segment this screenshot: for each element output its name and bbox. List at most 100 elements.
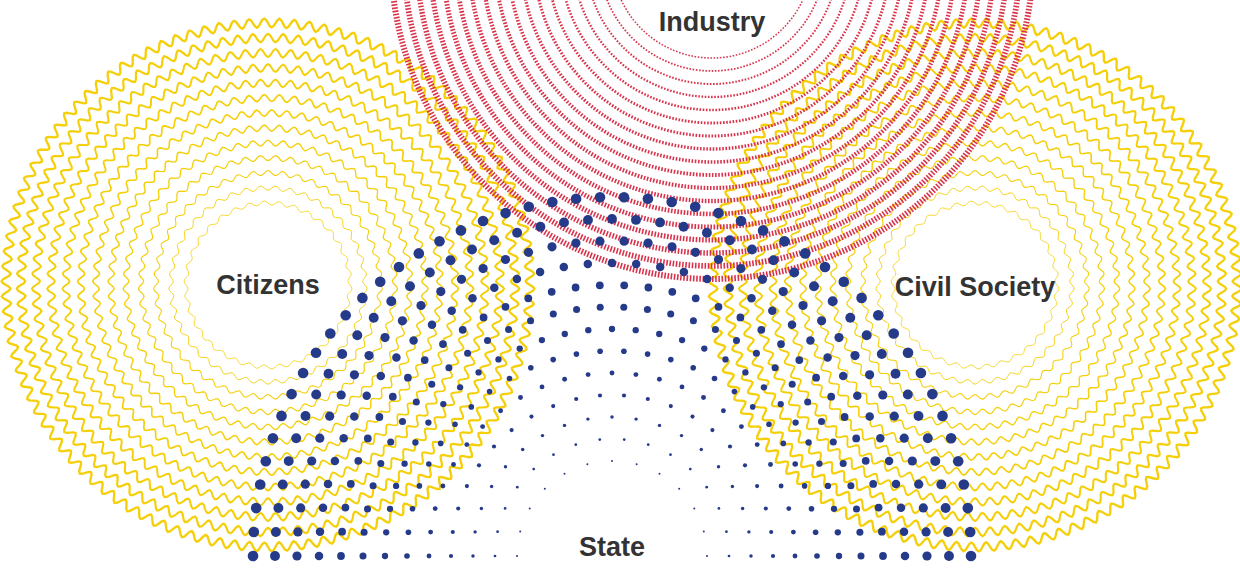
state-dot xyxy=(845,313,855,323)
state-dot xyxy=(678,488,680,490)
state-dot xyxy=(717,465,720,468)
state-dot xyxy=(494,555,497,558)
state-dot xyxy=(733,337,740,344)
state-dot xyxy=(452,421,458,427)
state-dot xyxy=(315,552,323,560)
state-dot xyxy=(831,506,837,512)
state-dot xyxy=(634,417,637,420)
state-dot xyxy=(512,228,522,238)
state-dot xyxy=(586,463,588,465)
wavy-rings xyxy=(2,19,1240,552)
state-dot xyxy=(357,293,368,304)
state-dot xyxy=(903,347,914,358)
state-dot xyxy=(496,530,499,533)
state-dot xyxy=(728,444,732,448)
state-dot xyxy=(919,503,928,512)
state-dot xyxy=(732,389,738,395)
state-dot xyxy=(307,456,316,465)
state-dot xyxy=(255,479,266,490)
state-dot xyxy=(657,377,662,382)
state-dot xyxy=(552,453,555,456)
state-dot xyxy=(519,530,521,532)
state-dot xyxy=(768,306,776,314)
state-dot xyxy=(620,281,628,289)
state-dot xyxy=(465,484,469,488)
state-dot xyxy=(489,235,499,245)
state-dot xyxy=(270,551,280,561)
state-dot xyxy=(853,391,861,399)
state-dot xyxy=(586,372,591,377)
state-dot xyxy=(359,552,366,559)
state-dot xyxy=(747,530,750,533)
state-dot xyxy=(668,288,676,296)
state-dot xyxy=(793,554,798,559)
state-dot xyxy=(361,529,368,536)
state-dot xyxy=(930,456,940,466)
state-dot xyxy=(690,415,694,419)
wavy-ring xyxy=(154,171,383,400)
dashed-arc xyxy=(430,0,994,240)
state-dot xyxy=(401,461,407,467)
state-dot xyxy=(405,281,415,291)
state-dot xyxy=(690,365,696,371)
state-dot xyxy=(560,263,568,271)
state-dot xyxy=(406,529,412,535)
state-dot xyxy=(490,485,493,488)
state-dot xyxy=(413,248,424,259)
state-dot xyxy=(387,506,393,512)
state-dot xyxy=(875,504,883,512)
state-dot xyxy=(516,486,519,489)
state-dot xyxy=(451,462,456,467)
wavy-ring xyxy=(78,95,459,476)
state-dot xyxy=(340,310,351,321)
state-dot xyxy=(958,479,969,490)
state-dot xyxy=(383,529,389,535)
dashed-arc xyxy=(612,0,812,58)
state-dot xyxy=(885,457,893,465)
state-dot xyxy=(757,326,765,334)
state-dot xyxy=(475,369,481,375)
state-dot xyxy=(377,372,385,380)
state-dot xyxy=(473,530,476,533)
state-dot xyxy=(827,393,835,401)
state-dot xyxy=(548,288,556,296)
state-dot xyxy=(436,287,445,296)
state-dot xyxy=(747,294,755,302)
state-dot xyxy=(550,357,556,363)
state-dot xyxy=(621,349,627,355)
state-dot xyxy=(838,276,849,287)
state-dot xyxy=(753,350,760,357)
group-name: Industry xyxy=(659,7,766,37)
state-dot xyxy=(457,275,466,284)
state-dot xyxy=(728,555,731,558)
state-dot xyxy=(421,356,429,364)
state-dot xyxy=(539,337,545,343)
wavy-ring xyxy=(785,95,1166,476)
state-dot xyxy=(354,457,362,465)
state-dot xyxy=(888,328,899,339)
state-dot xyxy=(862,457,870,465)
state-dot xyxy=(901,552,909,560)
state-dot xyxy=(495,356,501,362)
state-dot xyxy=(551,404,555,408)
state-dot xyxy=(789,381,796,388)
state-dot xyxy=(404,374,412,382)
state-dot xyxy=(504,507,507,510)
state-dot xyxy=(779,236,790,247)
state-dot xyxy=(701,345,707,351)
state-dot xyxy=(809,281,819,291)
state-dot xyxy=(541,434,544,437)
state-dot xyxy=(632,260,640,268)
state-dot xyxy=(736,264,745,273)
state-dot xyxy=(908,456,917,465)
state-dot xyxy=(284,456,294,466)
state-dot xyxy=(953,456,964,467)
state-dot xyxy=(712,376,718,382)
state-dot xyxy=(595,237,604,246)
state-dot xyxy=(836,553,842,559)
state-dot xyxy=(755,484,759,488)
state-dot xyxy=(413,399,420,406)
state-dot xyxy=(749,554,752,557)
state-dot xyxy=(434,236,445,247)
